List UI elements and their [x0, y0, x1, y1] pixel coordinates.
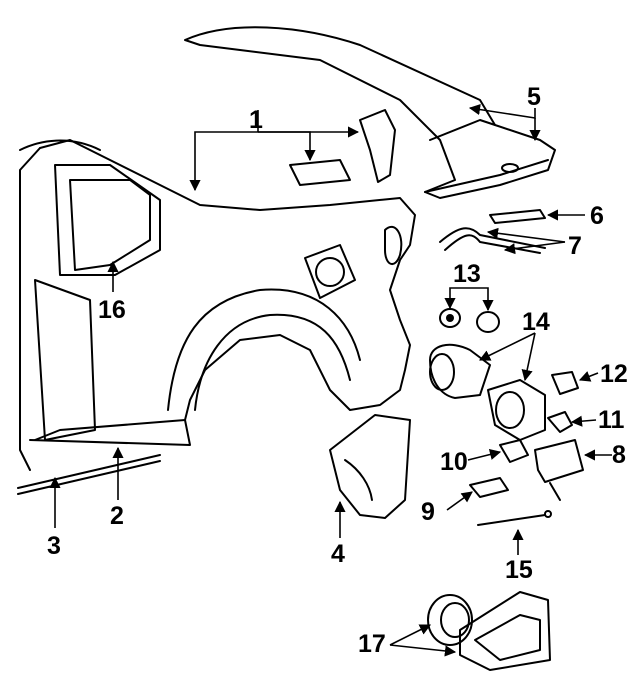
fuel-door-assembly [427, 591, 551, 671]
callout-7: 7 [568, 232, 582, 260]
quarter-brackets [289, 109, 396, 186]
callout-17: 17 [358, 630, 386, 658]
callout-4: 4 [331, 540, 345, 568]
callout-13: 13 [453, 260, 481, 288]
callout-6: 6 [590, 202, 604, 230]
callout-12: 12 [600, 360, 628, 388]
rocker-molding [17, 454, 161, 495]
weatherstrips [439, 209, 546, 254]
quarter-panel [19, 139, 416, 471]
splash-guard [329, 414, 411, 519]
callout-2: 2 [110, 502, 124, 530]
callout-8: 8 [612, 441, 626, 469]
callout-labels: 1 2 3 4 5 6 7 8 9 10 11 12 13 14 15 16 1… [47, 83, 628, 658]
leader-lines [49, 103, 612, 657]
callout-10: 10 [440, 448, 468, 476]
callout-16: 16 [98, 296, 126, 324]
callout-9: 9 [421, 498, 435, 526]
small-parts [469, 371, 584, 526]
callout-3: 3 [47, 532, 61, 560]
filler-neck-housings [429, 343, 546, 441]
fuel-filler-housing [304, 244, 356, 299]
callout-11: 11 [598, 406, 625, 434]
callout-14: 14 [522, 308, 550, 336]
callout-1: 1 [249, 106, 263, 134]
callout-15: 15 [505, 556, 533, 584]
rear-spoiler [184, 26, 556, 199]
callout-5: 5 [527, 83, 541, 111]
grommets [439, 308, 500, 333]
